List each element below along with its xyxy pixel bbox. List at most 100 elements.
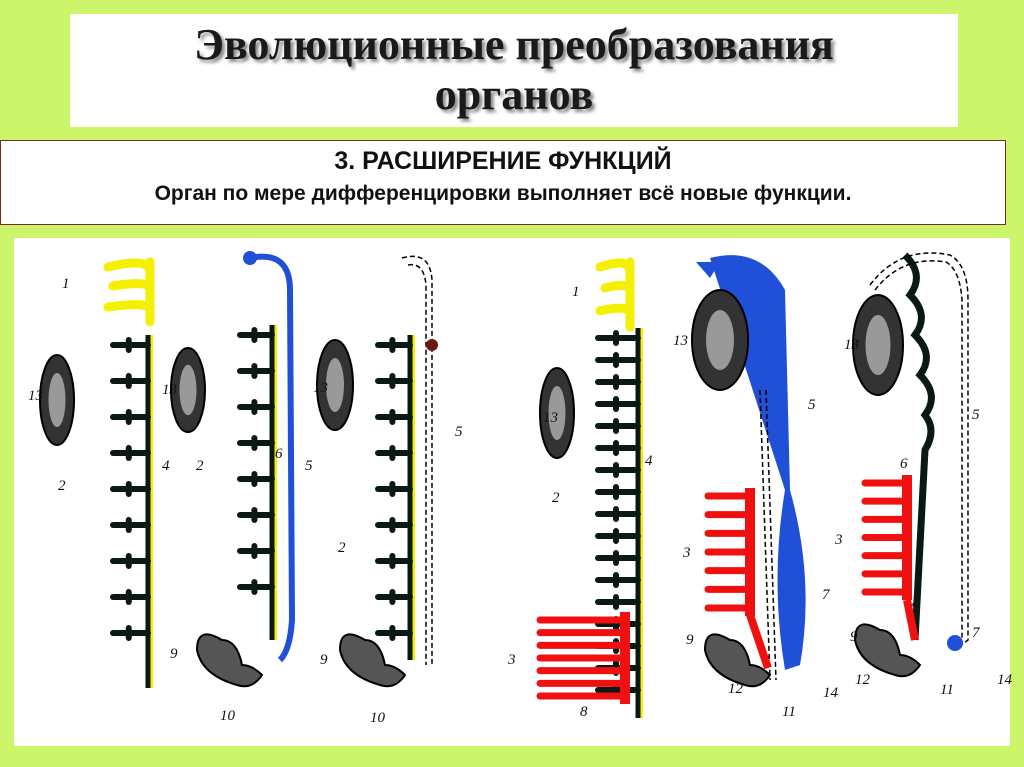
subtitle-heading: 3. РАСШИРЕНИЕ ФУНКЦИЙ xyxy=(334,147,672,175)
bladder-organ xyxy=(703,633,772,688)
label-4: 4 xyxy=(162,458,170,474)
nephron-tubule xyxy=(375,409,413,425)
label-9: 9 xyxy=(320,652,328,668)
label-13: 13 xyxy=(844,337,859,353)
nephron-tubule xyxy=(110,481,151,497)
label-5: 5 xyxy=(972,407,980,423)
blue-bulb xyxy=(243,251,257,265)
wavy-spine xyxy=(902,252,935,641)
blue-duct xyxy=(710,255,806,670)
label-7: 7 xyxy=(822,587,831,603)
nephron-tubule xyxy=(110,517,151,533)
label-5: 5 xyxy=(808,397,816,413)
label-8: 8 xyxy=(912,595,920,611)
dashed-duct xyxy=(407,263,427,665)
bladder-organ xyxy=(853,623,922,678)
nephron-tubule xyxy=(110,553,151,569)
blue-bulb xyxy=(947,635,963,651)
blue-funnel xyxy=(696,262,720,278)
nephron-tubule xyxy=(110,589,151,605)
nephron-tubule xyxy=(375,553,413,569)
label-8: 8 xyxy=(580,704,588,720)
label-10: 10 xyxy=(370,710,386,726)
label-10: 10 xyxy=(220,708,236,724)
label-6: 6 xyxy=(275,446,283,462)
label-13: 13 xyxy=(313,380,328,396)
blue-duct xyxy=(249,253,296,663)
label-12: 12 xyxy=(728,681,744,697)
nephron-tubule xyxy=(237,327,275,343)
bladder-organ xyxy=(338,633,407,688)
nephron-tubule xyxy=(595,528,641,544)
ellipse-speckle xyxy=(179,364,197,416)
nephron-tubule xyxy=(595,462,641,478)
nephron-tubule xyxy=(375,445,413,461)
nephron-tubule xyxy=(375,517,413,533)
nephron-tubule xyxy=(110,409,151,425)
nephron-tubule xyxy=(237,579,275,595)
label-14: 14 xyxy=(997,672,1013,688)
pronephros xyxy=(103,257,155,327)
label-9: 9 xyxy=(686,632,694,648)
label-1: 1 xyxy=(572,284,580,300)
label-7: 7 xyxy=(972,625,981,641)
nephron-tubule xyxy=(237,507,275,523)
nephron-tubule xyxy=(595,484,641,500)
nephron-tubule xyxy=(375,373,413,389)
nephron-tubule xyxy=(237,435,275,451)
subtitle-box: 3. РАСШИРЕНИЕ ФУНКЦИЙ Орган по мере дифф… xyxy=(0,140,1006,225)
dashed-duct xyxy=(765,389,777,681)
subtitle-text: Орган по мере дифференцировки выполняет … xyxy=(154,182,852,205)
nephron-tubule xyxy=(237,399,275,415)
pronephros xyxy=(595,257,635,332)
label-13: 13 xyxy=(162,382,177,398)
nephron-tubule xyxy=(595,396,641,412)
nephron-tubule xyxy=(375,625,413,641)
label-5: 5 xyxy=(305,458,313,474)
dashed-duct xyxy=(759,389,771,681)
label-2: 2 xyxy=(552,490,560,506)
label-11: 11 xyxy=(940,682,954,698)
nephron-tubule xyxy=(595,330,641,346)
nephron-tubule xyxy=(237,363,275,379)
dashed-duct xyxy=(874,260,963,640)
nephron-tubule xyxy=(110,373,151,389)
nephron-tubule xyxy=(595,440,641,456)
label-9: 9 xyxy=(850,629,858,645)
label-3: 3 xyxy=(507,652,516,668)
nephron-tubule xyxy=(375,589,413,605)
nephron-tubule xyxy=(595,594,641,610)
nephron-tubule xyxy=(595,506,641,522)
bladder-organ xyxy=(195,633,264,688)
nephron-tubule xyxy=(595,572,641,588)
nephron-tubule xyxy=(237,471,275,487)
dashed-duct xyxy=(869,252,969,651)
nephron-tubule xyxy=(375,337,413,353)
label-2: 2 xyxy=(58,478,66,494)
label-11: 11 xyxy=(782,704,796,720)
label-13: 13 xyxy=(673,333,688,349)
nephron-tubule xyxy=(595,352,641,368)
label-3: 3 xyxy=(834,532,843,548)
label-13: 13 xyxy=(28,388,43,404)
label-14: 14 xyxy=(823,685,839,701)
nephron-tubule xyxy=(595,418,641,434)
label-13: 13 xyxy=(543,410,558,426)
label-4: 4 xyxy=(645,453,653,469)
label-3: 3 xyxy=(682,545,691,561)
nephron-tubule xyxy=(110,445,151,461)
label-2: 2 xyxy=(338,540,346,556)
red-star xyxy=(426,339,438,351)
ellipse-speckle xyxy=(48,373,66,427)
label-12: 12 xyxy=(855,672,871,688)
dashed-duct xyxy=(401,255,433,665)
label-6: 6 xyxy=(900,456,908,472)
label-5: 5 xyxy=(455,424,463,440)
nephron-tubule xyxy=(595,550,641,566)
nephron-tubule xyxy=(595,374,641,390)
label-9: 9 xyxy=(170,646,178,662)
red-duct xyxy=(746,613,772,670)
